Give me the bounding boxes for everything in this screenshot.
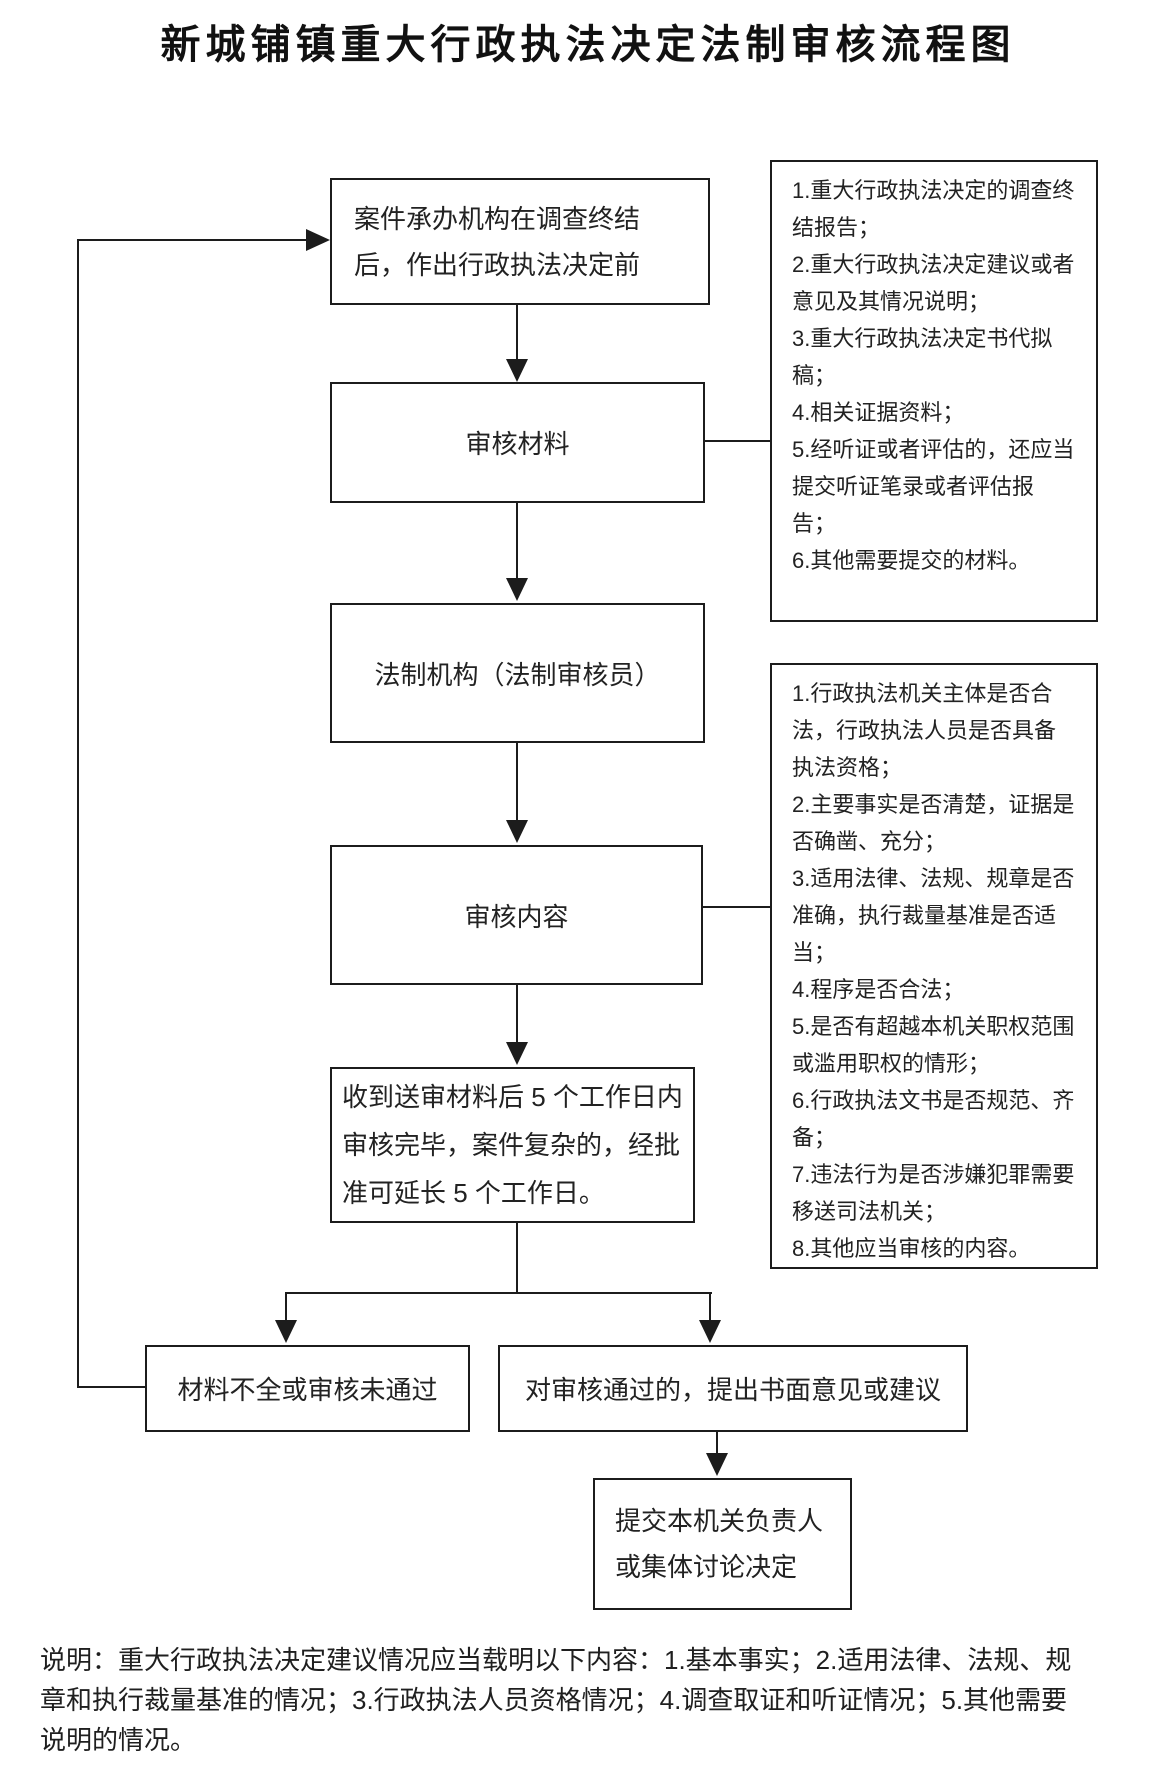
arrowhead-down-icon: [275, 1320, 297, 1343]
explanation-note: 说明：重大行政执法决定建议情况应当载明以下内容：1.基本事实；2.适用法律、法规…: [40, 1645, 1072, 1755]
flow-box-submit: 提交本机关负责人或集体讨论决定: [593, 1478, 852, 1610]
flow-box-deadline-label: 收到送审材料后 5 个工作日内审核完毕，案件复杂的，经批准可延长 5 个工作日。: [342, 1082, 683, 1208]
loop-vertical-line: [77, 239, 79, 1388]
loop-top-line: [77, 239, 308, 241]
arrowhead-right-icon: [306, 229, 330, 251]
list-item: 3.适用法律、法规、规章是否准确，执行裁量基准是否适当；: [792, 866, 1075, 965]
connector-legal-to-content: [516, 743, 518, 822]
branch-stem-line: [516, 1223, 518, 1294]
loop-bottom-line: [78, 1386, 145, 1388]
flow-box-review-content-label: 审核内容: [464, 901, 569, 932]
flow-box-fail: 材料不全或审核未通过: [145, 1345, 470, 1432]
list-item: 6.行政执法文书是否规范、齐备；: [792, 1088, 1075, 1150]
flow-box-submit-label: 提交本机关负责人或集体讨论决定: [615, 1506, 824, 1582]
connector-content-to-list: [703, 906, 770, 908]
list-item: 5.是否有超越本机关职权范围或滥用职权的情形；: [792, 1014, 1075, 1076]
list-item: 2.重大行政执法决定建议或者意见及其情况说明；: [792, 252, 1075, 314]
arrowhead-down-icon: [506, 359, 528, 382]
flow-box-review-materials-label: 审核材料: [465, 429, 570, 459]
page-title: 新城铺镇重大行政执法决定法制审核流程图: [160, 23, 1016, 67]
flow-box-start: 案件承办机构在调查终结后，作出行政执法决定前: [330, 178, 710, 305]
list-item: 8.其他应当审核的内容。: [792, 1236, 1031, 1261]
flow-box-pass-label: 对审核通过的，提出书面意见或建议: [524, 1375, 941, 1405]
branch-horizontal-line: [285, 1292, 712, 1294]
connector-pass-to-submit: [716, 1432, 718, 1455]
materials-list-box: 1.重大行政执法决定的调查终结报告； 2.重大行政执法决定建议或者意见及其情况说…: [770, 160, 1098, 622]
branch-left-line: [285, 1292, 287, 1322]
list-item: 3.重大行政执法决定书代拟稿；: [792, 326, 1053, 388]
flow-box-pass: 对审核通过的，提出书面意见或建议: [498, 1345, 968, 1432]
arrowhead-down-icon: [506, 1042, 528, 1065]
flow-box-legal-body-label: 法制机构（法制审核员）: [374, 659, 661, 690]
arrowhead-down-icon: [506, 820, 528, 843]
list-item: 1.行政执法机关主体是否合法，行政执法人员是否具备执法资格；: [792, 681, 1057, 780]
connector-materials-to-list: [705, 440, 770, 442]
list-item: 2.主要事实是否清楚，证据是否确凿、充分；: [792, 792, 1075, 854]
connector-content-to-deadline: [516, 985, 518, 1044]
list-item: 1.重大行政执法决定的调查终结报告；: [792, 178, 1075, 240]
flow-box-legal-body: 法制机构（法制审核员）: [330, 603, 705, 743]
arrowhead-down-icon: [699, 1320, 721, 1343]
flow-box-deadline: 收到送审材料后 5 个工作日内审核完毕，案件复杂的，经批准可延长 5 个工作日。: [330, 1067, 695, 1223]
list-item: 5.经听证或者评估的，还应当提交听证笔录或者评估报告；: [792, 437, 1075, 536]
connector-start-to-materials: [516, 305, 518, 361]
flow-box-fail-label: 材料不全或审核未通过: [177, 1375, 438, 1405]
list-item: 6.其他需要提交的材料。: [792, 548, 1031, 573]
list-item: 4.程序是否合法；: [792, 977, 965, 1002]
arrowhead-down-icon: [506, 578, 528, 601]
list-item: 4.相关证据资料；: [792, 400, 965, 425]
connector-materials-to-legal: [516, 503, 518, 580]
flow-box-start-label: 案件承办机构在调查终结后，作出行政执法决定前: [354, 203, 641, 280]
content-list-box: 1.行政执法机关主体是否合法，行政执法人员是否具备执法资格； 2.主要事实是否清…: [770, 663, 1098, 1269]
flow-box-review-materials: 审核材料: [330, 382, 705, 503]
list-item: 7.违法行为是否涉嫌犯罪需要移送司法机关；: [792, 1162, 1075, 1224]
arrowhead-down-icon: [706, 1453, 728, 1476]
flow-box-review-content: 审核内容: [330, 845, 703, 985]
branch-right-line: [709, 1292, 711, 1322]
